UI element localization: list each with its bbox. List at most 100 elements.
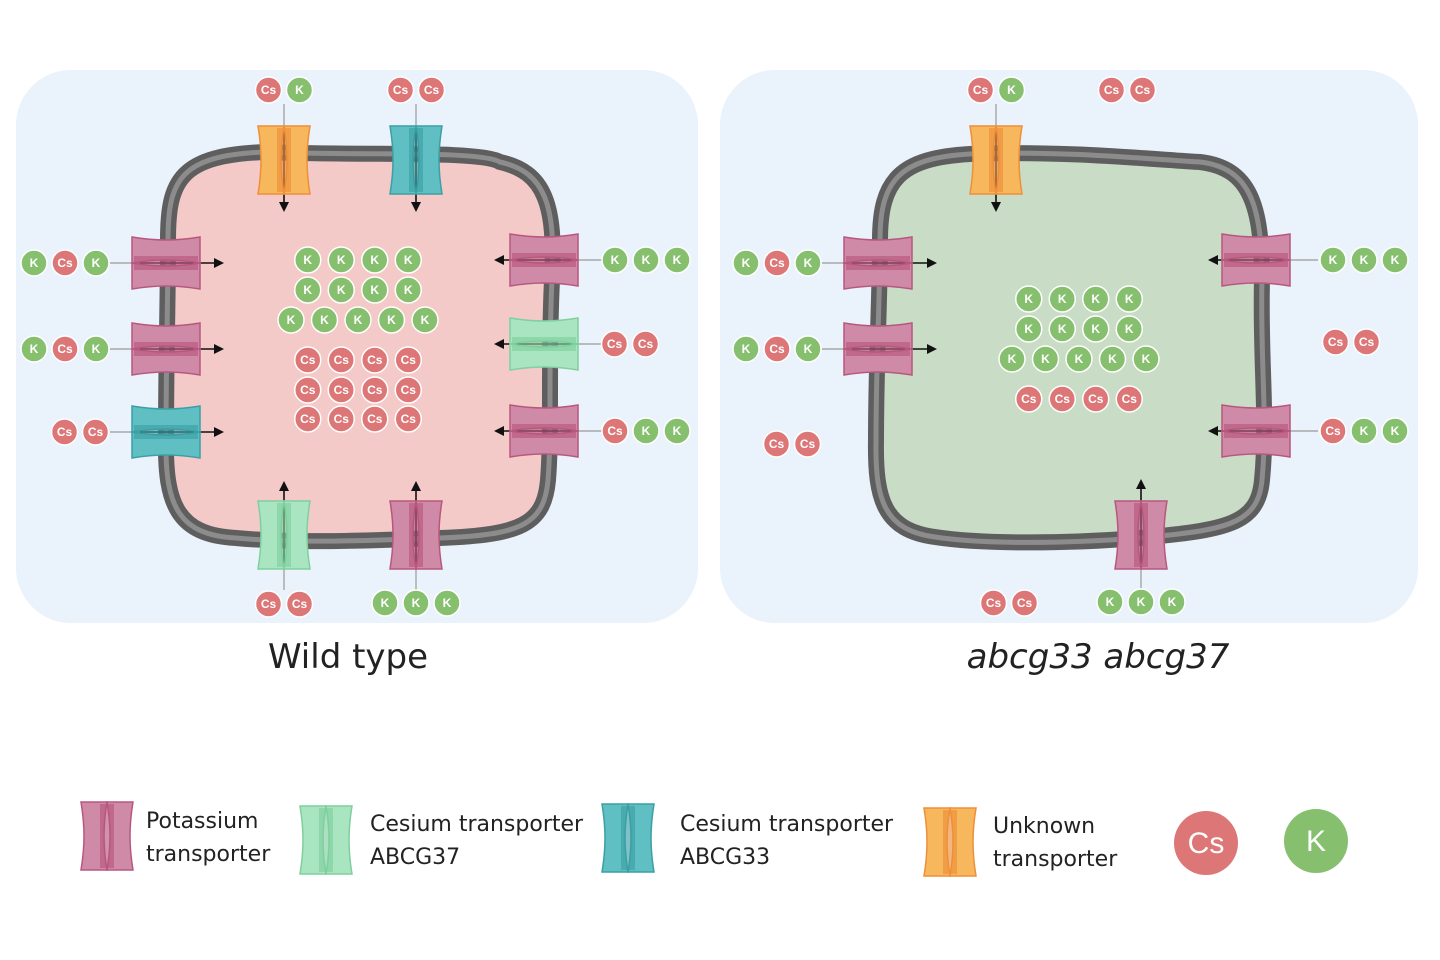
ion-circle xyxy=(371,589,399,617)
k-ion: K xyxy=(294,276,322,304)
legend-unknown-transporter xyxy=(923,807,977,877)
k-ion: K xyxy=(277,306,305,334)
k-ion: K xyxy=(285,76,314,104)
cs-ion: Cs xyxy=(394,346,422,374)
cs-ion: Cs xyxy=(51,249,79,277)
ion-circle xyxy=(327,405,355,433)
ion-circle xyxy=(1098,345,1127,373)
transporter-pore xyxy=(134,425,198,439)
cs-ion: Cs xyxy=(361,346,389,374)
ion-label: K xyxy=(1137,595,1146,609)
k-ion: K xyxy=(411,306,439,334)
cs-ion: Cs xyxy=(1082,385,1110,413)
ion-circle xyxy=(1010,589,1039,617)
ion-circle xyxy=(344,306,372,334)
ion-circle xyxy=(50,418,79,446)
ion-label: Cs xyxy=(1055,392,1071,406)
potassium-transporter xyxy=(843,236,913,290)
ion-circle xyxy=(81,418,110,446)
abcg37-transporter xyxy=(509,317,579,371)
ion-circle xyxy=(763,249,791,277)
transporter-pore xyxy=(846,256,910,270)
ion-circle xyxy=(998,345,1026,373)
ion-circle xyxy=(310,306,339,334)
k-ion: K xyxy=(377,306,406,334)
ion-label: Cs xyxy=(607,424,623,438)
transporter-pore xyxy=(512,337,576,351)
legend-potassium-label: Potassium transporter xyxy=(146,809,271,867)
ion-label: Cs xyxy=(769,437,785,451)
cs-ion: Cs xyxy=(631,330,660,358)
ion-label: K xyxy=(92,256,101,270)
cs-ion: Cs xyxy=(762,430,791,458)
potassium-transporter xyxy=(509,233,579,287)
ion-label: K xyxy=(303,253,312,267)
ion-label: K xyxy=(1142,352,1151,366)
potassium-transporter xyxy=(131,236,201,290)
mutant-cell xyxy=(867,145,1273,551)
transporter-pore xyxy=(277,503,291,567)
cs-ion: Cs xyxy=(1319,417,1347,445)
k-ion: K xyxy=(20,335,48,363)
ion-label: Cs xyxy=(334,353,350,367)
ion-label: K xyxy=(1024,292,1033,306)
ion-label: K xyxy=(1024,322,1033,336)
ion-label: Cs xyxy=(769,256,785,270)
ion-circle xyxy=(433,589,461,617)
k-ion: K xyxy=(998,345,1026,373)
ion-label: Cs xyxy=(261,83,277,97)
ion-label: Cs xyxy=(292,597,308,611)
ion-label: K xyxy=(1041,352,1050,366)
ion-circle xyxy=(1132,345,1160,373)
ion-circle xyxy=(732,249,760,277)
k-ion: K xyxy=(327,246,355,274)
ion-circle xyxy=(1321,328,1350,356)
ion-label: K xyxy=(642,424,651,438)
ion-label: Cs xyxy=(334,412,350,426)
ion-circle xyxy=(1352,328,1381,356)
wild-type-cytoplasm xyxy=(157,143,561,550)
legend-unknown-label: Unknown transporter xyxy=(993,814,1118,872)
k-ion: K xyxy=(663,417,691,445)
ion-circle xyxy=(417,76,446,104)
ion-label: K xyxy=(387,313,396,327)
ion-label: K xyxy=(1360,253,1369,267)
ion-label: K xyxy=(404,283,413,297)
ion-circle xyxy=(294,405,322,433)
transporter-pore xyxy=(1224,253,1288,267)
ion-circle xyxy=(794,249,822,277)
ion-circle xyxy=(1158,588,1186,616)
ion-label: Cs xyxy=(1104,83,1120,97)
legend-abcg37-icon xyxy=(299,805,353,875)
ion-circle xyxy=(327,376,355,404)
cs-ion: Cs xyxy=(361,376,389,404)
transporter-pore xyxy=(1224,424,1288,438)
ion-label: Cs xyxy=(334,383,350,397)
ion-label: K xyxy=(1007,83,1016,97)
potassium-transporter xyxy=(389,500,443,570)
k-ion: K xyxy=(1048,315,1076,343)
k-ion: K xyxy=(82,249,110,277)
cs-ion: Cs xyxy=(979,589,1008,617)
ion-circle xyxy=(1082,285,1110,313)
ion-label: Cs xyxy=(367,353,383,367)
legend-potassium-line-1: Potassium xyxy=(146,809,258,834)
cs-ion: Cs xyxy=(966,76,995,104)
ion-circle xyxy=(361,346,389,374)
ion-label: K xyxy=(30,256,39,270)
k-ion: K xyxy=(20,249,48,277)
cs-ion: Cs xyxy=(51,335,79,363)
ion-circle xyxy=(361,276,389,304)
ion-circle xyxy=(386,76,415,104)
k-ion: K xyxy=(1031,345,1060,373)
ion-label: K xyxy=(421,313,430,327)
ion-circle xyxy=(1015,385,1043,413)
ion-circle xyxy=(294,346,322,374)
ion-circle xyxy=(1115,285,1143,313)
k-ion: K xyxy=(1350,417,1378,445)
cs-ion: Cs xyxy=(1352,328,1381,356)
k-ion: K xyxy=(344,306,372,334)
ion-label: K xyxy=(742,256,751,270)
k-ion: K xyxy=(1015,315,1043,343)
